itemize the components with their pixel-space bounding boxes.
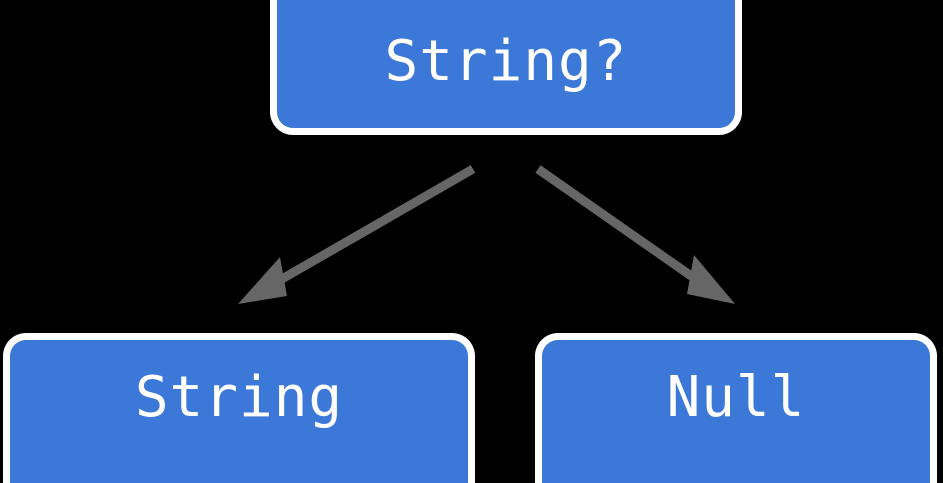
edge-root-to-string [238, 165, 476, 304]
node-string[interactable]: String [3, 333, 475, 483]
node-null[interactable]: Null [535, 333, 937, 483]
edge-line-root-to-null [535, 165, 710, 291]
edge-line-root-to-string [265, 165, 476, 291]
arrowhead-icon-root-to-null [687, 255, 735, 304]
edge-root-to-null [535, 165, 735, 304]
node-label-string: String [134, 364, 344, 430]
node-label-null: Null [666, 364, 806, 430]
node-label-string-optional: String? [384, 29, 628, 94]
arrowhead-icon-root-to-string [238, 257, 287, 304]
node-string-optional[interactable]: String? [270, 0, 742, 135]
